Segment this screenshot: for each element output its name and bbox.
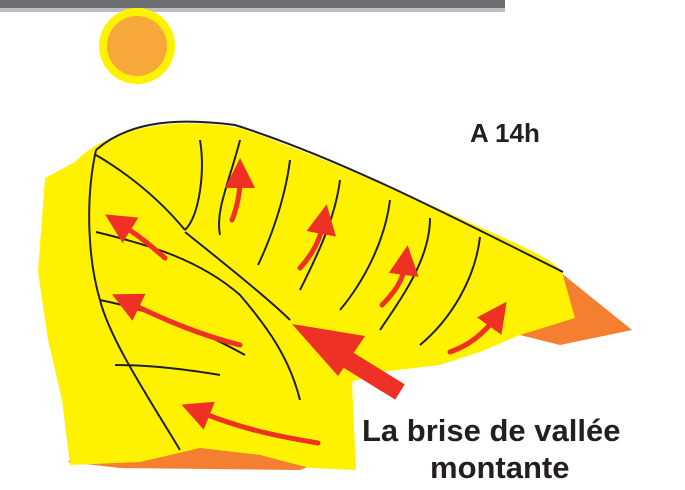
time-label: A 14h (470, 118, 540, 149)
caption-line-2: montante (430, 450, 570, 486)
top-bar (0, 0, 505, 8)
sun-icon (99, 8, 175, 84)
top-bar-shadow (0, 8, 505, 12)
caption-line-1: La brise de vallée (362, 413, 620, 449)
